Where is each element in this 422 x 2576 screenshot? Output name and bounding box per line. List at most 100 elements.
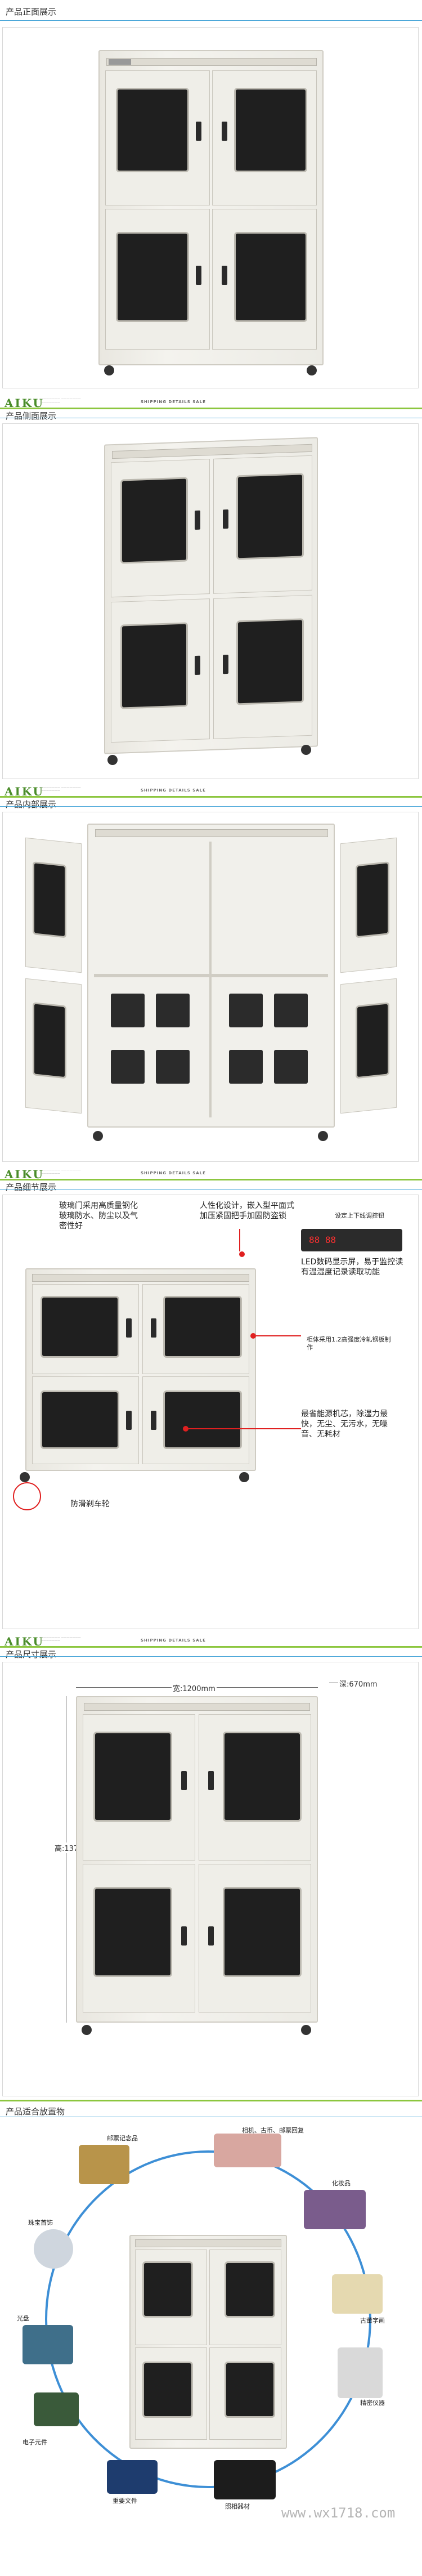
section-side: AIKU ——————— ——————— ——————— SHIPPING DE… <box>0 394 422 782</box>
control-panel <box>84 1703 310 1711</box>
caster-wheel <box>107 755 118 765</box>
caster-wheel <box>318 1131 328 1141</box>
door-handle[interactable] <box>151 1411 156 1430</box>
door-window <box>33 861 66 938</box>
app-label: 古董字画 <box>360 2317 385 2324</box>
door-handle[interactable] <box>222 122 227 141</box>
coins-item <box>214 2134 281 2167</box>
door-window <box>356 1002 389 1079</box>
open-door-right-top[interactable] <box>340 837 397 973</box>
door-top-right[interactable] <box>209 2249 281 2345</box>
door-top-left[interactable] <box>135 2249 207 2345</box>
door-handle[interactable] <box>126 1318 132 1338</box>
door-handle[interactable] <box>223 509 228 529</box>
header-rule <box>0 2100 422 2101</box>
led-display: 88 88 <box>301 1229 402 1251</box>
section-header: 产品适合放置物 <box>0 2100 422 2126</box>
open-door-left-top[interactable] <box>25 837 82 973</box>
door-handle[interactable] <box>195 655 200 676</box>
tagline: SHIPPING DETAILS SALE <box>141 400 206 404</box>
caster-wheel <box>307 365 317 375</box>
door-top-left[interactable] <box>111 459 210 598</box>
orbit-ring <box>45 2150 371 2488</box>
logo-subtitle: ——————— ——————— ——————— <box>41 397 81 404</box>
door-bottom-left[interactable] <box>111 598 210 743</box>
cabinet <box>25 1268 256 1471</box>
section-dimensions: AIKU ——————— ——————— ——————— SHIPPING DE… <box>0 1633 422 2100</box>
door-handle[interactable] <box>126 1411 132 1430</box>
desiccant-module <box>229 1050 263 1084</box>
door-top-right[interactable] <box>212 70 317 205</box>
door-bottom-right[interactable] <box>213 594 312 739</box>
section-interior: AIKU ——————— ——————— ——————— SHIPPING DE… <box>0 782 422 1165</box>
section-header: AIKU ——————— ——————— ——————— SHIPPING DE… <box>0 782 422 810</box>
section-title: 产品正面展示 <box>6 7 57 17</box>
instrument-item <box>338 2347 383 2398</box>
door-window <box>120 622 188 709</box>
callout-line <box>188 1428 301 1429</box>
door-bottom-right[interactable] <box>212 209 317 350</box>
logo-subtitle: ——————— ——————— ——————— <box>41 1169 81 1175</box>
photo-frame <box>2 27 419 388</box>
led-note: LED数码显示屏，易于监控读有温湿度记录读取功能 <box>301 1258 403 1277</box>
tagline: SHIPPING DETAILS SALE <box>141 1638 206 1643</box>
control-panel <box>106 58 317 66</box>
callout-dot <box>239 1251 245 1257</box>
header-underline <box>0 806 422 807</box>
door-bottom-left[interactable] <box>135 2347 207 2440</box>
door-window <box>223 1887 302 1977</box>
door-window <box>93 1732 172 1822</box>
door-window <box>234 88 307 172</box>
door-handle[interactable] <box>208 1926 214 1946</box>
discs-item <box>23 2325 73 2364</box>
door-handle[interactable] <box>196 122 201 141</box>
caster-wheel <box>239 1472 249 1482</box>
section-title: 产品细节展示 <box>6 1182 57 1192</box>
door-bottom-right[interactable] <box>142 1376 249 1464</box>
door-handle[interactable] <box>223 654 228 674</box>
door-top-left[interactable] <box>83 1714 195 1861</box>
door-bottom-left[interactable] <box>83 1864 195 2012</box>
cabinet <box>104 437 318 754</box>
door-handle[interactable] <box>196 266 201 285</box>
section-title: 产品侧面展示 <box>6 411 57 421</box>
open-door-right-bottom[interactable] <box>340 978 397 1114</box>
app-label: 光盘 <box>17 2315 29 2322</box>
wheel-note: 防滑刹车轮 <box>70 1500 110 1509</box>
door-window <box>93 1887 172 1977</box>
section-header: 产品正面展示 <box>0 0 422 26</box>
door-bottom-left[interactable] <box>32 1376 139 1464</box>
section-front-header: 产品正面展示 <box>0 0 422 26</box>
header-rule <box>0 796 422 798</box>
door-handle[interactable] <box>195 510 200 530</box>
photo-frame <box>2 423 419 779</box>
camera-item <box>214 2460 276 2499</box>
desiccant-module <box>156 994 190 1027</box>
door-handle[interactable] <box>208 1771 214 1790</box>
app-label: 化妆品 <box>332 2180 351 2187</box>
door-bottom-right[interactable] <box>209 2347 281 2440</box>
key-label: 设定上下线调控钮 <box>335 1212 384 1219</box>
open-door-left-bottom[interactable] <box>25 978 82 1114</box>
control-panel <box>32 1274 249 1282</box>
door-window <box>223 1732 302 1822</box>
tagline: SHIPPING DETAILS SALE <box>141 1171 206 1175</box>
door-handle[interactable] <box>181 1771 187 1790</box>
door-window <box>234 232 307 322</box>
door-top-left[interactable] <box>105 70 210 205</box>
door-top-left[interactable] <box>32 1284 139 1374</box>
door-handle[interactable] <box>181 1926 187 1946</box>
header-rule <box>0 1646 422 1648</box>
caster-wheel <box>20 1472 30 1482</box>
door-bottom-left[interactable] <box>105 209 210 350</box>
door-bottom-right[interactable] <box>199 1864 311 2012</box>
door-top-right[interactable] <box>213 455 312 594</box>
door-handle[interactable] <box>151 1318 156 1338</box>
callout-dot <box>183 1426 188 1432</box>
door-top-right[interactable] <box>199 1714 311 1861</box>
desiccant-module <box>274 1050 308 1084</box>
section-title: 产品尺寸展示 <box>6 1649 57 1660</box>
door-handle[interactable] <box>222 266 227 285</box>
door-top-right[interactable] <box>142 1284 249 1374</box>
logo-subtitle: ——————— ——————— ——————— <box>41 786 81 793</box>
